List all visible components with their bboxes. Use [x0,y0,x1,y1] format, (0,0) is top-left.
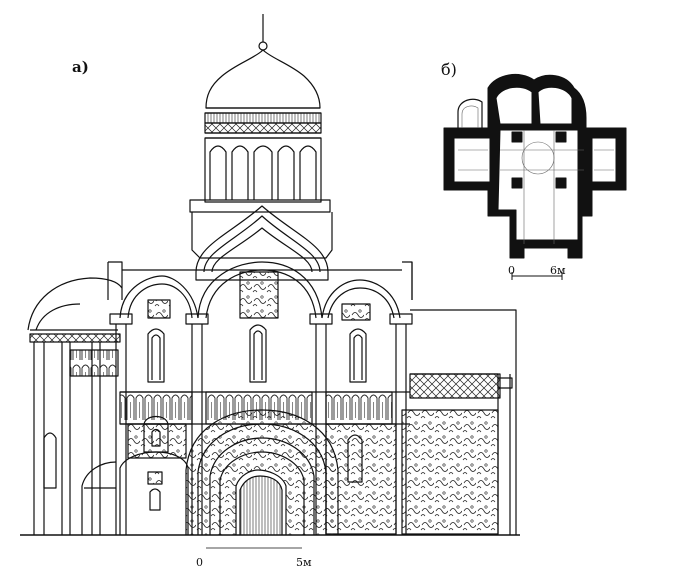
elevation-scale-zero: 0 [196,556,203,569]
plan-scale-zero: 0 [508,264,515,277]
drum [189,112,331,213]
left-wing [27,277,189,535]
right-wing [409,309,517,535]
plan-label: б) [441,60,457,79]
plan-chapel [457,98,483,128]
upper-facade [107,261,413,321]
elevation-scale-end: 5м [296,556,312,569]
elevation-label: а) [72,58,89,76]
portal [185,409,339,535]
plan-scale-end: 6м [550,264,566,277]
upper-windows [147,324,367,383]
plan-walls [443,73,627,259]
